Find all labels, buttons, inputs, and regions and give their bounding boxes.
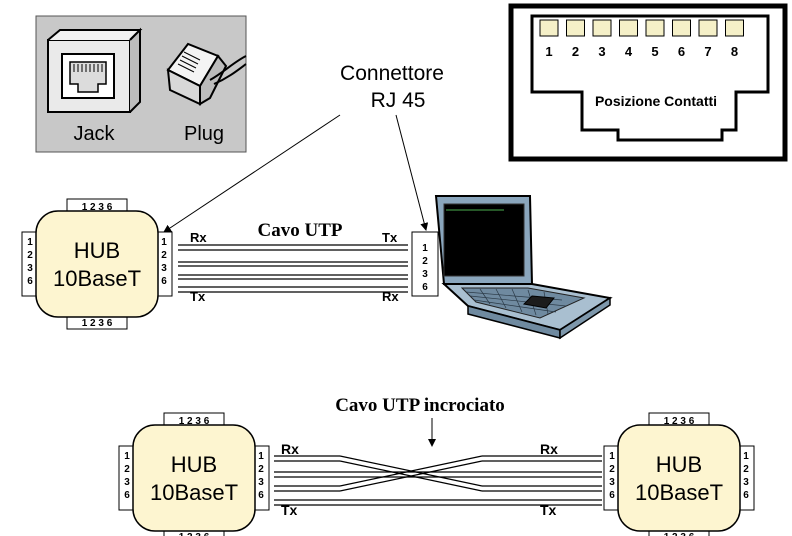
top-hub-top-port-label: 1 2 3 6	[82, 202, 113, 213]
bottom-right-hub: 1 2 3 6 1 2 3 6 1 2 3 6 1 2 3 6 HUB 10BaseT	[603, 412, 755, 536]
pin-contact-1	[539, 19, 559, 37]
top-hub-model: 10BaseT	[53, 266, 141, 291]
bottom-right-hub-right-port-pin-1: 1	[743, 451, 749, 462]
top-hub-left-port-pin-6: 6	[27, 276, 33, 287]
top-hub-left-port-pin-3: 3	[27, 263, 33, 274]
pin-number-1: 1	[545, 44, 552, 59]
laptop-port-pin-2: 2	[422, 256, 428, 267]
straight-cable-label: Cavo UTP	[258, 220, 343, 241]
pin-contact-2	[566, 19, 585, 37]
pin-contact-5	[645, 19, 665, 37]
bottom-right-hub-right-port-pin-3: 3	[743, 477, 749, 488]
bottom-left-hub-body	[132, 424, 256, 532]
laptop: 1 2 3 6	[411, 195, 613, 340]
bottom-right-hub-name: HUB	[656, 452, 702, 477]
laptop-port-pin-1: 1	[422, 243, 428, 254]
connector-callout: Connettore RJ 45	[163, 62, 444, 233]
rj45-photo-panel: Jack Plug	[35, 15, 247, 153]
top-hub-left-port-pin-2: 2	[27, 250, 33, 261]
pin-position-diagram: 1 2 3 4 5 6 7 8 Posizione Contatti	[508, 3, 788, 162]
bottom-right-hub-left-port-pin-3: 3	[609, 477, 615, 488]
pin-contact-3	[592, 19, 612, 37]
pin-number-7: 7	[704, 44, 711, 59]
pin-number-2: 2	[572, 44, 579, 59]
bottom-left-hub-bottom-port-label: 1 2 3 6	[179, 532, 210, 536]
straight-right-rx-label: Rx	[382, 289, 399, 304]
bottom-right-hub-left-port-pin-2: 2	[609, 464, 615, 475]
pin-contact-8	[725, 19, 744, 37]
top-hub-right-port-pin-3: 3	[161, 263, 167, 274]
laptop-port-pin-6: 6	[422, 282, 428, 293]
straight-left-rx-label: Rx	[190, 230, 207, 245]
bottom-left-hub-left-port-pin-2: 2	[124, 464, 130, 475]
top-hub-right-port-pin-6: 6	[161, 276, 167, 287]
bottom-left-hub-left-port-pin-6: 6	[124, 490, 130, 501]
straight-cable: Cavo UTP Rx Tx Tx Rx	[178, 220, 408, 304]
straight-wires	[178, 244, 408, 293]
connector-callout-line2: RJ 45	[371, 89, 426, 112]
pin-contact-4	[619, 19, 638, 37]
bottom-right-hub-top-port-label: 1 2 3 6	[664, 416, 695, 427]
plug-label: Plug	[184, 123, 224, 145]
jack-label: Jack	[73, 123, 115, 145]
top-hub: 1 2 3 6 1 2 3 6 1 2 3 6 1 2 3 6 HUB 10BaseT	[21, 198, 173, 330]
pin-number-8: 8	[731, 44, 738, 59]
pin-contact-6	[672, 19, 691, 37]
crossover-wires	[274, 455, 602, 506]
plug-icon	[166, 42, 247, 106]
bottom-left-hub-right-port-pin-2: 2	[258, 464, 264, 475]
cross-right-tx-label: Tx	[540, 502, 557, 518]
bottom-right-hub-left-port-pin-1: 1	[609, 451, 615, 462]
pin-numbers: 1 2 3 4 5 6 7 8	[545, 44, 738, 59]
cross-left-rx-label: Rx	[281, 441, 299, 457]
connector-callout-line1: Connettore	[340, 62, 444, 85]
pin-diagram-caption: Posizione Contatti	[595, 93, 717, 109]
bottom-right-hub-right-port-pin-2: 2	[743, 464, 749, 475]
straight-left-tx-label: Tx	[190, 289, 206, 304]
cross-left-tx-label: Tx	[281, 502, 298, 518]
bottom-left-hub-name: HUB	[171, 452, 217, 477]
cross-right-rx-label: Rx	[540, 441, 558, 457]
jack-icon	[47, 27, 143, 113]
pin-contact-7	[698, 19, 718, 37]
laptop-port-pin-3: 3	[422, 269, 428, 280]
top-hub-body	[35, 210, 159, 318]
pin-number-5: 5	[651, 44, 658, 59]
bottom-left-hub-right-port-pin-3: 3	[258, 477, 264, 488]
laptop-icon	[434, 195, 613, 340]
arrow-to-hub-port	[163, 114, 341, 233]
bottom-right-hub-body	[617, 424, 741, 532]
bottom-right-hub-model: 10BaseT	[635, 480, 723, 505]
crossover-cable: Cavo UTP incrociato Rx Tx Rx Tx	[274, 395, 602, 518]
bottom-left-hub-left-port-pin-3: 3	[124, 477, 130, 488]
top-hub-bottom-port-label: 1 2 3 6	[82, 318, 113, 329]
socket-outline	[530, 14, 770, 142]
top-hub-right-port-pin-1: 1	[161, 237, 167, 248]
laptop-port-pins: 1 2 3 6	[422, 243, 428, 293]
laptop-port	[411, 231, 439, 297]
bottom-left-hub-top-port-label: 1 2 3 6	[179, 416, 210, 427]
pin-number-4: 4	[625, 44, 633, 59]
straight-right-tx-label: Tx	[382, 230, 398, 245]
arrow-to-laptop-port	[395, 114, 429, 231]
top-hub-left-port-pin-1: 1	[27, 237, 33, 248]
bottom-left-hub-right-port-pin-1: 1	[258, 451, 264, 462]
bottom-left-hub: 1 2 3 6 1 2 3 6 1 2 3 6 1 2 3 6 HUB 10BaseT	[118, 412, 270, 536]
bottom-right-hub-right-port-pin-6: 6	[743, 490, 749, 501]
bottom-left-hub-right-port-pin-6: 6	[258, 490, 264, 501]
bottom-left-hub-left-port-pin-1: 1	[124, 451, 130, 462]
bottom-right-hub-left-port-pin-6: 6	[609, 490, 615, 501]
crossover-cable-label: Cavo UTP incrociato	[335, 395, 505, 416]
top-hub-name: HUB	[74, 238, 120, 263]
bottom-left-hub-model: 10BaseT	[150, 480, 238, 505]
top-hub-right-port-pin-2: 2	[161, 250, 167, 261]
pin-number-3: 3	[598, 44, 605, 59]
pin-contacts	[539, 19, 744, 37]
pin-number-6: 6	[678, 44, 685, 59]
bottom-right-hub-bottom-port-label: 1 2 3 6	[664, 532, 695, 536]
